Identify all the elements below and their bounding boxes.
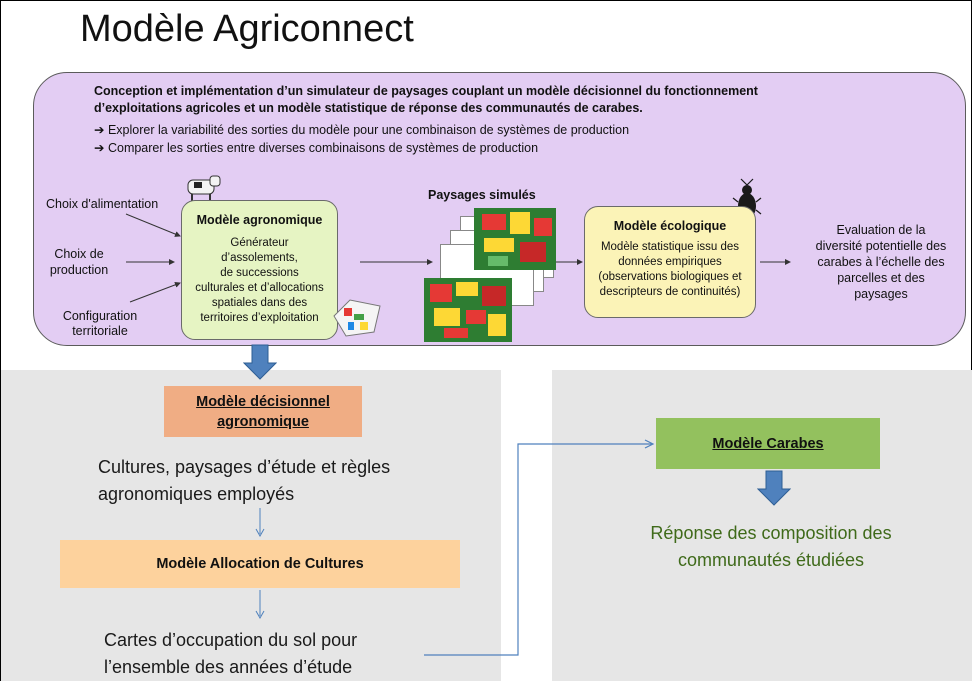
- evaluation-line: paysages: [854, 287, 908, 301]
- agronomic-model-title: Modèle agronomique: [196, 213, 323, 227]
- slide-title: Modèle Agriconnect: [80, 8, 414, 50]
- header-line-1: Conception et implémentation d’un simula…: [94, 84, 758, 98]
- down-block-arrow-icon: [757, 470, 791, 506]
- agro-line: territoires d’exploitation: [200, 312, 319, 324]
- carabes-box: Modèle Carabes: [656, 418, 880, 469]
- eco-line: (observations biologiques et: [598, 271, 742, 283]
- agro-line: d’assolements,: [221, 252, 298, 264]
- agro-line: culturales et d’allocations: [195, 282, 324, 294]
- eco-line: Modèle statistique issu des: [600, 241, 740, 253]
- allocation-box: Modèle Allocation de Cultures: [60, 540, 460, 588]
- bullet-2: ➔ Comparer les sorties entre diverses co…: [94, 140, 538, 155]
- farm-map-icon: [333, 299, 381, 337]
- decisionnel-line-1: Modèle décisionnel: [196, 393, 330, 410]
- reponse-line-2: communautés étudiées: [677, 550, 865, 570]
- input-config-line-1: Configuration: [62, 309, 138, 323]
- ecological-model-title: Modèle écologique: [613, 219, 727, 233]
- agro-line: de successions: [220, 267, 299, 279]
- agro-line: Générateur: [230, 237, 289, 249]
- eco-line: descripteurs de continuités): [599, 286, 741, 298]
- cultures-line-1: Cultures, paysages d’étude et règles: [98, 457, 391, 477]
- input-alimentation: Choix d'alimentation: [46, 197, 159, 211]
- input-configuration: Configuration territoriale: [55, 309, 145, 339]
- eco-line: données empiriques: [618, 256, 722, 268]
- cartes-text: Cartes d’occupation du sol pour l’ensemb…: [104, 627, 357, 681]
- map-front-bottom: [424, 278, 512, 342]
- arrow-right-icon: ➔: [94, 141, 105, 155]
- cartes-line-2: l’ensemble des années d’étude: [104, 657, 353, 677]
- reponse-text: Réponse des composition des communautés …: [626, 520, 916, 574]
- input-production-line-2: production: [49, 263, 109, 277]
- carabes-label: Modèle Carabes: [712, 435, 824, 452]
- simulated-maps-stack: [420, 208, 560, 344]
- header-line-2: d’exploitations agricoles et un modèle s…: [94, 101, 643, 115]
- thin-arrow-down-icon: [255, 508, 265, 538]
- bullet-1-text: Explorer la variabilité des sorties du m…: [107, 123, 630, 137]
- arrow-right-icon: ➔: [94, 123, 105, 137]
- bullet-2-text: Comparer les sorties entre diverses comb…: [107, 141, 539, 155]
- paysages-title: Paysages simulés: [428, 188, 536, 202]
- cartes-line-1: Cartes d’occupation du sol pour: [104, 630, 358, 650]
- bullet-1: ➔ Explorer la variabilité des sorties du…: [94, 122, 629, 137]
- cow-icon: [187, 175, 221, 202]
- agronomic-model-box: Modèle agronomique Générateur d’assoleme…: [181, 200, 338, 340]
- allocation-label: Modèle Allocation de Cultures: [156, 556, 364, 572]
- agronomic-model-text: Générateur d’assolements, de successions…: [182, 236, 337, 326]
- input-production: Choix de production: [48, 246, 110, 278]
- ecological-model-text: Modèle statistique issu des données empi…: [585, 240, 755, 300]
- evaluation-text: Evaluation de la diversité potentielle d…: [796, 222, 966, 302]
- map-front-top: [474, 208, 556, 270]
- agro-line: spatiales dans des: [211, 297, 308, 309]
- down-block-arrow-icon: [243, 344, 277, 380]
- input-production-line-1: Choix de: [54, 247, 104, 261]
- evaluation-line: parcelles et des: [837, 271, 925, 285]
- input-config-line-2: territoriale: [72, 324, 128, 338]
- reponse-line-1: Réponse des composition des: [650, 523, 892, 543]
- decisionnel-line-2: agronomique: [217, 413, 309, 430]
- ecological-model-box: Modèle écologique Modèle statistique iss…: [584, 206, 756, 318]
- cultures-line-2: agronomiques employés: [98, 484, 295, 504]
- evaluation-line: Evaluation de la: [836, 223, 926, 237]
- cultures-text: Cultures, paysages d’étude et règles agr…: [98, 454, 390, 508]
- evaluation-line: diversité potentielle des: [815, 239, 947, 253]
- evaluation-line: carabes à l’échelle des: [817, 255, 945, 269]
- decisionnel-box: Modèle décisionnel agronomique: [164, 386, 362, 437]
- thin-arrow-down-icon: [255, 590, 265, 620]
